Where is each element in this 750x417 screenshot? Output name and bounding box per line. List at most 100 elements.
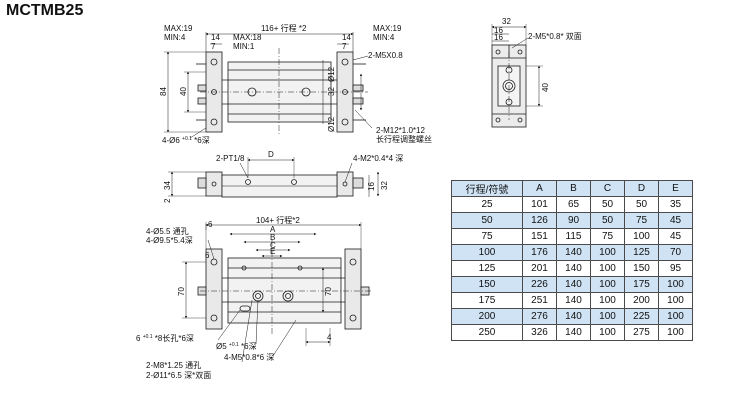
bottom-hole2: 4-Ø9.5*5.4深 — [146, 236, 193, 245]
table-header-cell: D — [624, 180, 659, 197]
bottom-d11: 2-Ø11*6.5 深*双面 — [146, 371, 211, 380]
front-min-left: MIN:4 — [164, 33, 186, 42]
table-cell: 100 — [451, 244, 523, 261]
table-header-cell: B — [556, 180, 591, 197]
top-d2: 2 — [163, 198, 172, 203]
table-cell: 225 — [624, 308, 659, 325]
bottom-e: E — [270, 247, 275, 256]
bottom-view — [182, 222, 372, 363]
table-cell: 100 — [658, 292, 693, 309]
table-cell: 100 — [590, 244, 625, 261]
table-cell: 45 — [658, 228, 693, 245]
front-min-mid: MIN:1 — [233, 42, 255, 51]
side-port: 2-M5*0.8* 双面 — [528, 32, 582, 41]
front-screw-label: 2-M12*1.0*12 — [376, 126, 425, 135]
top-pt: 2-PT1/8 — [216, 154, 245, 163]
table-cell: 100 — [590, 308, 625, 325]
front-max-right: MAX:19 — [373, 24, 402, 33]
table-header-cell: E — [658, 180, 693, 197]
front-h84: 84 — [159, 87, 168, 96]
table-cell: 201 — [522, 260, 557, 277]
front-d7-right: 7 — [342, 42, 347, 51]
table-cell: 65 — [556, 196, 591, 213]
table-cell: 200 — [451, 308, 523, 325]
front-d32: 32 — [327, 87, 336, 96]
bottom-slot-6: 6 — [136, 334, 141, 343]
table-cell: 140 — [556, 276, 591, 293]
side-view — [491, 24, 543, 128]
table-cell: 275 — [624, 324, 659, 341]
bottom-a: A — [270, 225, 276, 234]
table-cell: 25 — [451, 196, 523, 213]
bottom-phi5-depth: *6深 — [241, 342, 257, 351]
table-cell: 140 — [556, 324, 591, 341]
table-cell: 50 — [624, 196, 659, 213]
side-d16b: 16 — [494, 33, 503, 42]
front-min-right: MIN:4 — [373, 33, 395, 42]
table-cell: 175 — [624, 276, 659, 293]
front-screw-note: 长行程调整螺丝 — [376, 134, 432, 144]
bottom-phi5: Ø5 — [216, 342, 227, 351]
top-d16: 16 — [367, 182, 376, 191]
front-view-labels: MAX:19 MIN:4 116+ 行程 *2 MAX:19 MIN:4 14 … — [159, 23, 432, 145]
bottom-d6a: 6 — [208, 220, 213, 229]
svg-text:4-Ø6 +0.1 *6深: 4-Ø6 +0.1 *6深 — [162, 133, 210, 145]
table-cell: 151 — [522, 228, 557, 245]
table-cell: 115 — [556, 228, 591, 245]
table-cell: 251 — [522, 292, 557, 309]
table-cell: 150 — [451, 276, 523, 293]
table-cell: 100 — [624, 228, 659, 245]
bottom-h70b: 70 — [324, 287, 333, 296]
table-header-cell: 行程/符號 — [451, 180, 523, 197]
bottom-m5: 4-M5*0.8*6 深 — [224, 353, 274, 362]
front-d14-right: 14 — [342, 33, 351, 42]
front-d7-left: 7 — [211, 42, 216, 51]
table-cell: 125 — [451, 260, 523, 277]
top-left-plate — [205, 171, 223, 197]
table-cell: 140 — [556, 292, 591, 309]
table-cell: 100 — [590, 292, 625, 309]
top-view — [168, 157, 380, 198]
front-max-left: MAX:19 — [164, 24, 193, 33]
table-cell: 140 — [556, 308, 591, 325]
table-cell: 176 — [522, 244, 557, 261]
bottom-h70a: 70 — [177, 287, 186, 296]
table-cell: 100 — [590, 324, 625, 341]
table-cell: 70 — [658, 244, 693, 261]
table-cell: 150 — [624, 260, 659, 277]
front-d12a: Ø12 — [327, 66, 336, 82]
table-cell: 100 — [590, 260, 625, 277]
bottom-slot-tol: +0.1 — [143, 334, 153, 340]
front-max-mid: MAX:18 — [233, 33, 262, 42]
table-cell: 125 — [624, 244, 659, 261]
table-cell: 276 — [522, 308, 557, 325]
top-d32: 32 — [380, 181, 389, 190]
front-hole-label: 4-Ø6 — [162, 136, 180, 145]
front-h40: 40 — [179, 87, 188, 96]
bottom-phi5-tol: +0.1 — [229, 342, 239, 348]
front-port-m5: 2-M5X0.8 — [368, 51, 403, 60]
table-cell: 90 — [556, 212, 591, 229]
table-cell: 140 — [556, 260, 591, 277]
front-view — [164, 32, 373, 139]
svg-text:Ø5 +0.1 *6深: Ø5 +0.1 *6深 — [216, 339, 257, 351]
front-hole-depth: *6深 — [194, 136, 210, 145]
table-cell: 45 — [658, 212, 693, 229]
table-cell: 250 — [451, 324, 523, 341]
table-cell: 326 — [522, 324, 557, 341]
bottom-m8: 2-M8*1.25 通孔 — [146, 360, 201, 370]
bottom-c: C — [270, 241, 276, 250]
table-cell: 50 — [590, 212, 625, 229]
bottom-hole1: 4-Ø5.5 通孔 — [146, 226, 189, 236]
table-cell: 75 — [451, 228, 523, 245]
side-view-labels: 32 16 16 2-M5*0.8* 双面 40 — [494, 17, 582, 92]
